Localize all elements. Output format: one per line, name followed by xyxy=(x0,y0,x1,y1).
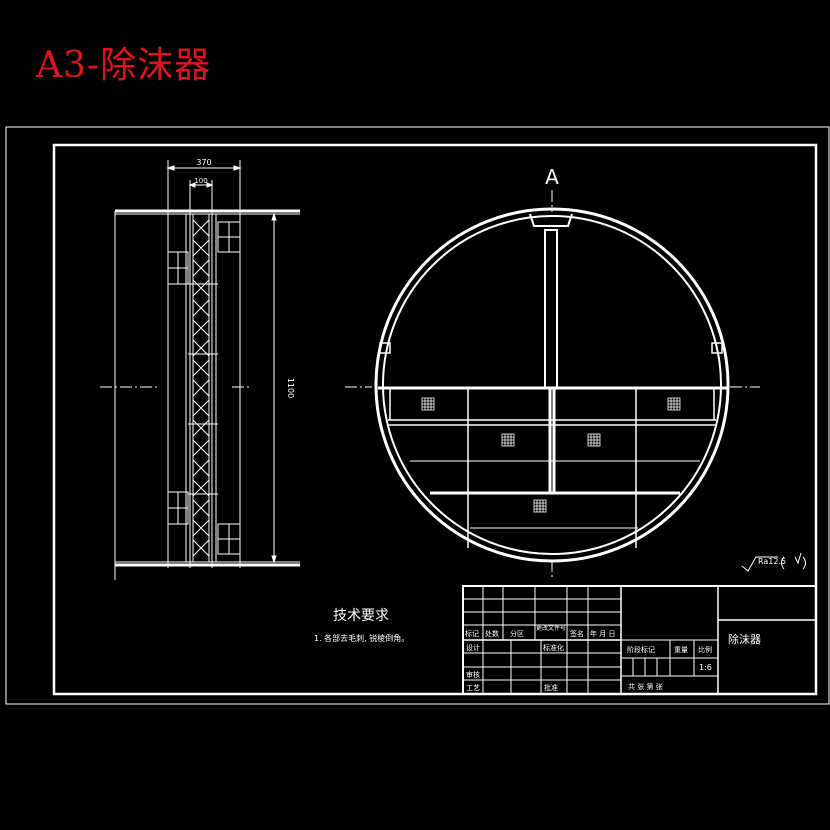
tb-sheets: 共 张 第 张 xyxy=(628,682,663,691)
tb-col-date: 年 月 日 xyxy=(590,629,615,638)
tb-weight: 重量 xyxy=(674,646,688,654)
drawing-border xyxy=(52,143,818,696)
dim-height-text: 1100 xyxy=(286,378,295,398)
title-block xyxy=(462,585,817,695)
side-view xyxy=(100,160,300,580)
tb-review: 审核 xyxy=(466,670,480,679)
dim-inner-text: 100 xyxy=(194,177,207,185)
tb-standardization: 标准化 xyxy=(543,643,564,652)
tb-design: 设计 xyxy=(466,643,480,652)
dim-width-text: 370 xyxy=(196,158,211,167)
tb-col-sign: 签名 xyxy=(570,629,584,638)
outer-frame xyxy=(5,126,830,705)
plan-view xyxy=(345,190,760,578)
tb-approve: 批准 xyxy=(544,683,558,692)
section-label-a: A xyxy=(545,165,559,189)
tb-drawing-name: 除沫器 xyxy=(728,632,761,646)
notes-item-1: 1. 各部去毛刺, 锐棱倒角。 xyxy=(314,633,409,643)
tb-scale-value: 1:6 xyxy=(699,663,712,672)
notes-heading: 技术要求 xyxy=(333,608,389,624)
tb-col-zone: 分区 xyxy=(510,629,524,638)
drawing-header-title: A3-除沫器 xyxy=(36,45,212,86)
tb-process: 工艺 xyxy=(466,684,480,692)
roughness-value: Ra12.5 xyxy=(758,557,786,566)
tb-col-count: 处数 xyxy=(485,629,499,638)
tb-scale: 比例 xyxy=(698,645,712,654)
tb-col-change-doc: 更改文件号 xyxy=(536,624,566,632)
roughness-symbol xyxy=(741,552,806,572)
tb-stage-mark: 阶段标记 xyxy=(627,645,655,654)
tb-col-mark: 标记 xyxy=(465,629,479,638)
